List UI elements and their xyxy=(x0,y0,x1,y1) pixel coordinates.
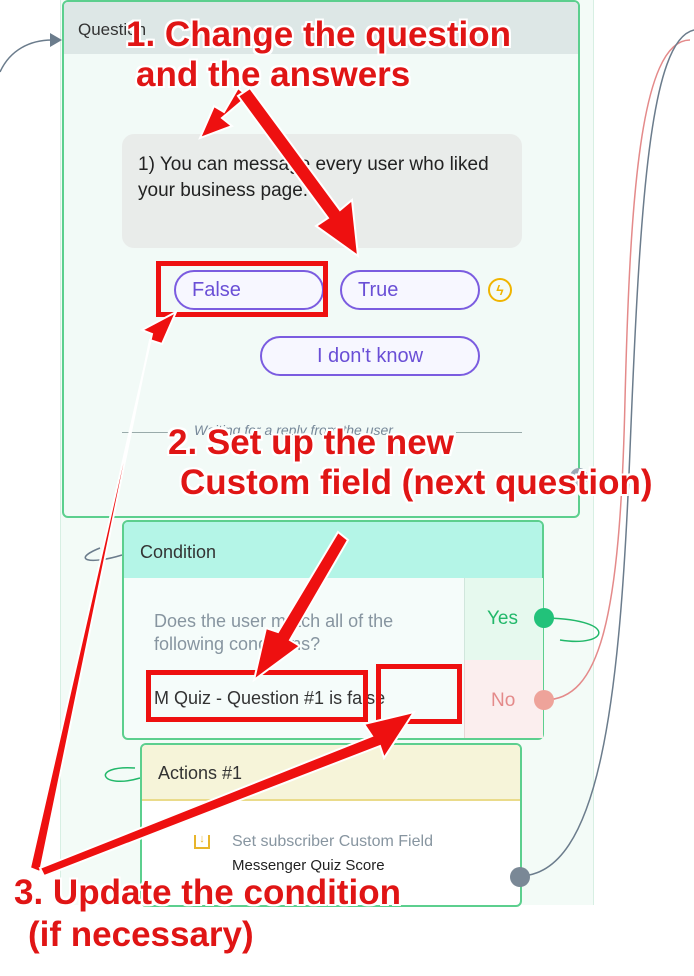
annotation-step3-line1: 3. Update the condition xyxy=(14,873,401,912)
answer-button-false[interactable]: False xyxy=(174,270,324,310)
no-output-handle[interactable] xyxy=(534,690,554,710)
yes-branch: Yes xyxy=(464,578,543,660)
incoming-arrow-icon xyxy=(50,33,62,47)
no-label: No xyxy=(491,690,516,711)
condition-operator: is xyxy=(324,688,348,708)
arrow-to-false-button xyxy=(28,309,179,874)
no-connector xyxy=(543,39,691,701)
no-branch: No xyxy=(464,660,543,738)
actions-node-title: Actions #1 xyxy=(158,763,243,783)
yes-label: Yes xyxy=(487,608,518,629)
answer-button-true[interactable]: True xyxy=(340,270,480,310)
question-node-title: Question xyxy=(78,20,147,39)
waiting-divider-right xyxy=(456,432,522,433)
annotation-step2-line1: 2. Set up the new xyxy=(168,423,454,462)
incoming-connector xyxy=(0,39,53,73)
highlight-condition-value xyxy=(376,664,462,724)
annotation-step2-line2: Custom field (next question) xyxy=(180,463,653,502)
yes-connector xyxy=(539,617,600,642)
arrow-to-true-button xyxy=(236,86,360,259)
actions-output-handle[interactable] xyxy=(510,867,530,887)
waiting-divider-left xyxy=(122,432,184,433)
question-node[interactable]: Question 1) You can message every user w… xyxy=(62,0,588,518)
question-node-header: Question xyxy=(64,2,578,54)
condition-node[interactable]: Condition Does the user match all of the… xyxy=(122,520,554,740)
highlight-false-button xyxy=(156,261,328,317)
condition-node-title: Condition xyxy=(140,542,217,562)
annotation-step1-line2: and the answers xyxy=(136,55,411,94)
message-text: 1) You can message every user who liked … xyxy=(138,154,489,201)
lightning-icon[interactable]: ϟ xyxy=(488,278,512,302)
answer-button-dont-know[interactable]: I don't know xyxy=(260,336,480,376)
annotation-step1-line1: 1. Change the question xyxy=(126,15,512,54)
question-output-handle[interactable] xyxy=(570,468,588,486)
arrow-to-condition-value xyxy=(38,710,417,878)
action-field: Messenger Quiz Score xyxy=(232,857,385,874)
actions-connector xyxy=(518,29,694,877)
arrow-to-condition-field xyxy=(252,530,350,683)
download-icon: ↓ xyxy=(194,834,210,849)
waiting-text: Waiting for a reply from the user xyxy=(194,422,393,438)
actions-node[interactable]: Actions #1 ↓ Set subscriber Custom Field… xyxy=(140,743,530,907)
actions-loop-connector xyxy=(104,767,141,783)
condition-loop-connector xyxy=(84,547,123,562)
yes-output-handle[interactable] xyxy=(534,608,554,628)
annotation-step3-line2: (if necessary) xyxy=(28,915,254,954)
condition-field: M Quiz - Question #1 xyxy=(154,688,325,708)
action-type: Set subscriber Custom Field xyxy=(232,833,433,850)
